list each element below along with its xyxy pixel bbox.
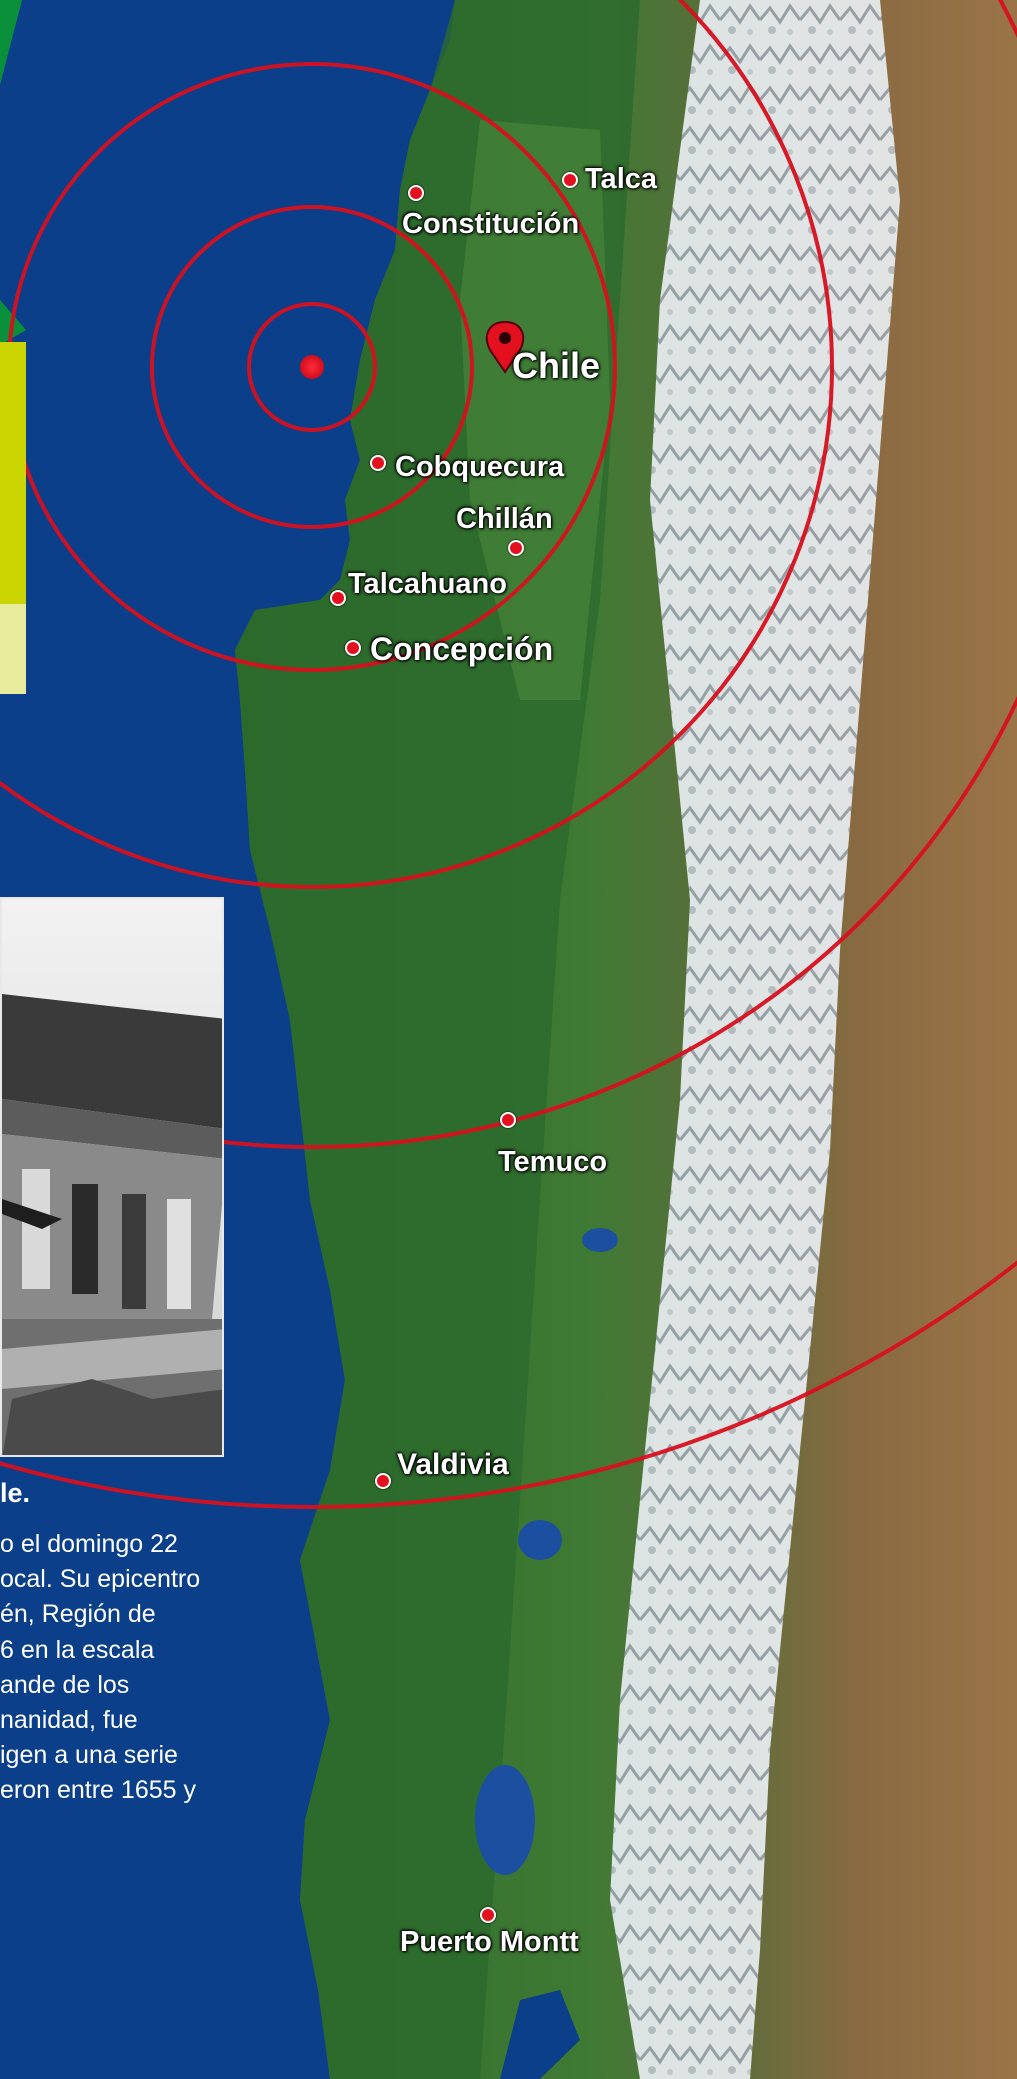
- city-dot-concepcion: [345, 640, 361, 656]
- location-pin-icon: [485, 320, 525, 374]
- lake: [518, 1520, 562, 1560]
- city-label-constitucion: Constitución: [402, 208, 580, 240]
- city-dot-chillan: [508, 540, 524, 556]
- caption-line: ocal. Su epicentro: [0, 1565, 201, 1593]
- epicenter-dot: [300, 355, 324, 379]
- city-dot-talcahuano: [330, 590, 346, 606]
- historic-earthquake-photo: [0, 897, 224, 1457]
- ring-2: [150, 205, 474, 529]
- city-label-valdivia: Valdivia: [397, 1448, 509, 1481]
- accent-tab-pale: [0, 604, 26, 694]
- city-dot-talca: [562, 172, 578, 188]
- city-dot-cobquecura: [370, 455, 386, 471]
- city-label-talcahuano: Talcahuano: [348, 568, 507, 600]
- lake: [582, 1228, 618, 1252]
- ring-1: [247, 302, 377, 432]
- lake: [475, 1765, 535, 1875]
- caption-line: eron entre 1655 y: [0, 1776, 196, 1804]
- ring-5: [0, 0, 1017, 1149]
- city-dot-constitucion: [408, 185, 424, 201]
- city-label-chillan: Chillán: [456, 503, 553, 535]
- city-dot-puerto-montt: [480, 1907, 496, 1923]
- ring-4: [0, 0, 834, 889]
- city-label-talca: Talca: [585, 163, 658, 195]
- seismic-rings: [0, 0, 1017, 1509]
- city-label-temuco: Temuco: [498, 1146, 608, 1178]
- ring-6: [0, 1260, 1017, 1509]
- caption-line: 6 en la escala: [0, 1636, 155, 1664]
- city-label-puerto-montt: Puerto Montt: [400, 1926, 579, 1958]
- caption-line: ande de los: [0, 1671, 130, 1699]
- city-dot-valdivia: [375, 1473, 391, 1489]
- fjord: [500, 1990, 580, 2079]
- caption-line: igen a una serie: [0, 1741, 178, 1769]
- green-corner: [0, 0, 22, 85]
- central-valley: [460, 120, 610, 700]
- city-label-concepcion: Concepción: [370, 631, 554, 667]
- caption-line: o el domingo 22: [0, 1530, 178, 1558]
- andes-snow: [610, 0, 900, 2079]
- caption-title: le.: [0, 1478, 31, 1508]
- city-dot-temuco: [500, 1112, 516, 1128]
- caption-line: én, Región de: [0, 1600, 156, 1628]
- caption-line: nanidad, fue: [0, 1706, 138, 1734]
- accent-tab-yellow: [0, 342, 26, 604]
- country-label: Chile: [512, 345, 601, 386]
- city-label-cobquecura: Cobquecura: [395, 451, 565, 483]
